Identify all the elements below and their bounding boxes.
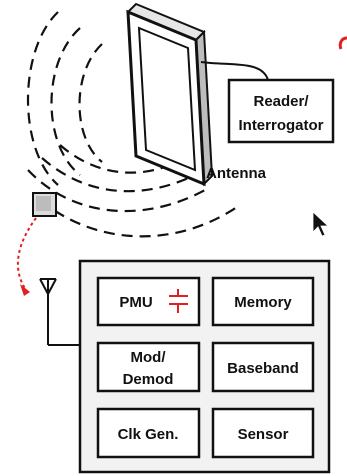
memory-label: Memory bbox=[234, 294, 292, 311]
mod-demod-label-line1: Mod/ bbox=[131, 349, 167, 366]
tag-icon bbox=[32, 192, 57, 217]
sensor-block: Sensor bbox=[211, 407, 315, 459]
baseband-block: Baseband bbox=[211, 341, 315, 393]
antenna-icon bbox=[39, 278, 80, 346]
clk-gen-block: Clk Gen. bbox=[96, 407, 201, 459]
sensor-label: Sensor bbox=[238, 426, 289, 443]
reader-label-line2: Interrogator bbox=[238, 117, 323, 134]
capacitor-icon bbox=[169, 289, 188, 313]
mod-demod-label-line2: Demod bbox=[123, 371, 174, 388]
edge-mark bbox=[338, 36, 347, 50]
reader-interrogator-box: Reader/ Interrogator bbox=[227, 78, 335, 144]
mod-demod-block: Mod/ Demod bbox=[96, 341, 201, 393]
mouse-cursor-icon bbox=[312, 211, 330, 237]
radio-waves bbox=[27, 11, 241, 238]
pmu-label: PMU bbox=[119, 294, 152, 311]
zoom-arrow bbox=[17, 217, 37, 296]
reader-label-line1: Reader/ bbox=[253, 93, 309, 110]
baseband-label: Baseband bbox=[227, 360, 299, 377]
clk-gen-label: Clk Gen. bbox=[118, 426, 179, 443]
antenna-frame-icon bbox=[126, 2, 214, 187]
memory-block: Memory bbox=[211, 276, 315, 327]
antenna-label: Antenna bbox=[206, 165, 267, 182]
pmu-block: PMU bbox=[96, 276, 201, 327]
reader-cable bbox=[200, 61, 269, 81]
